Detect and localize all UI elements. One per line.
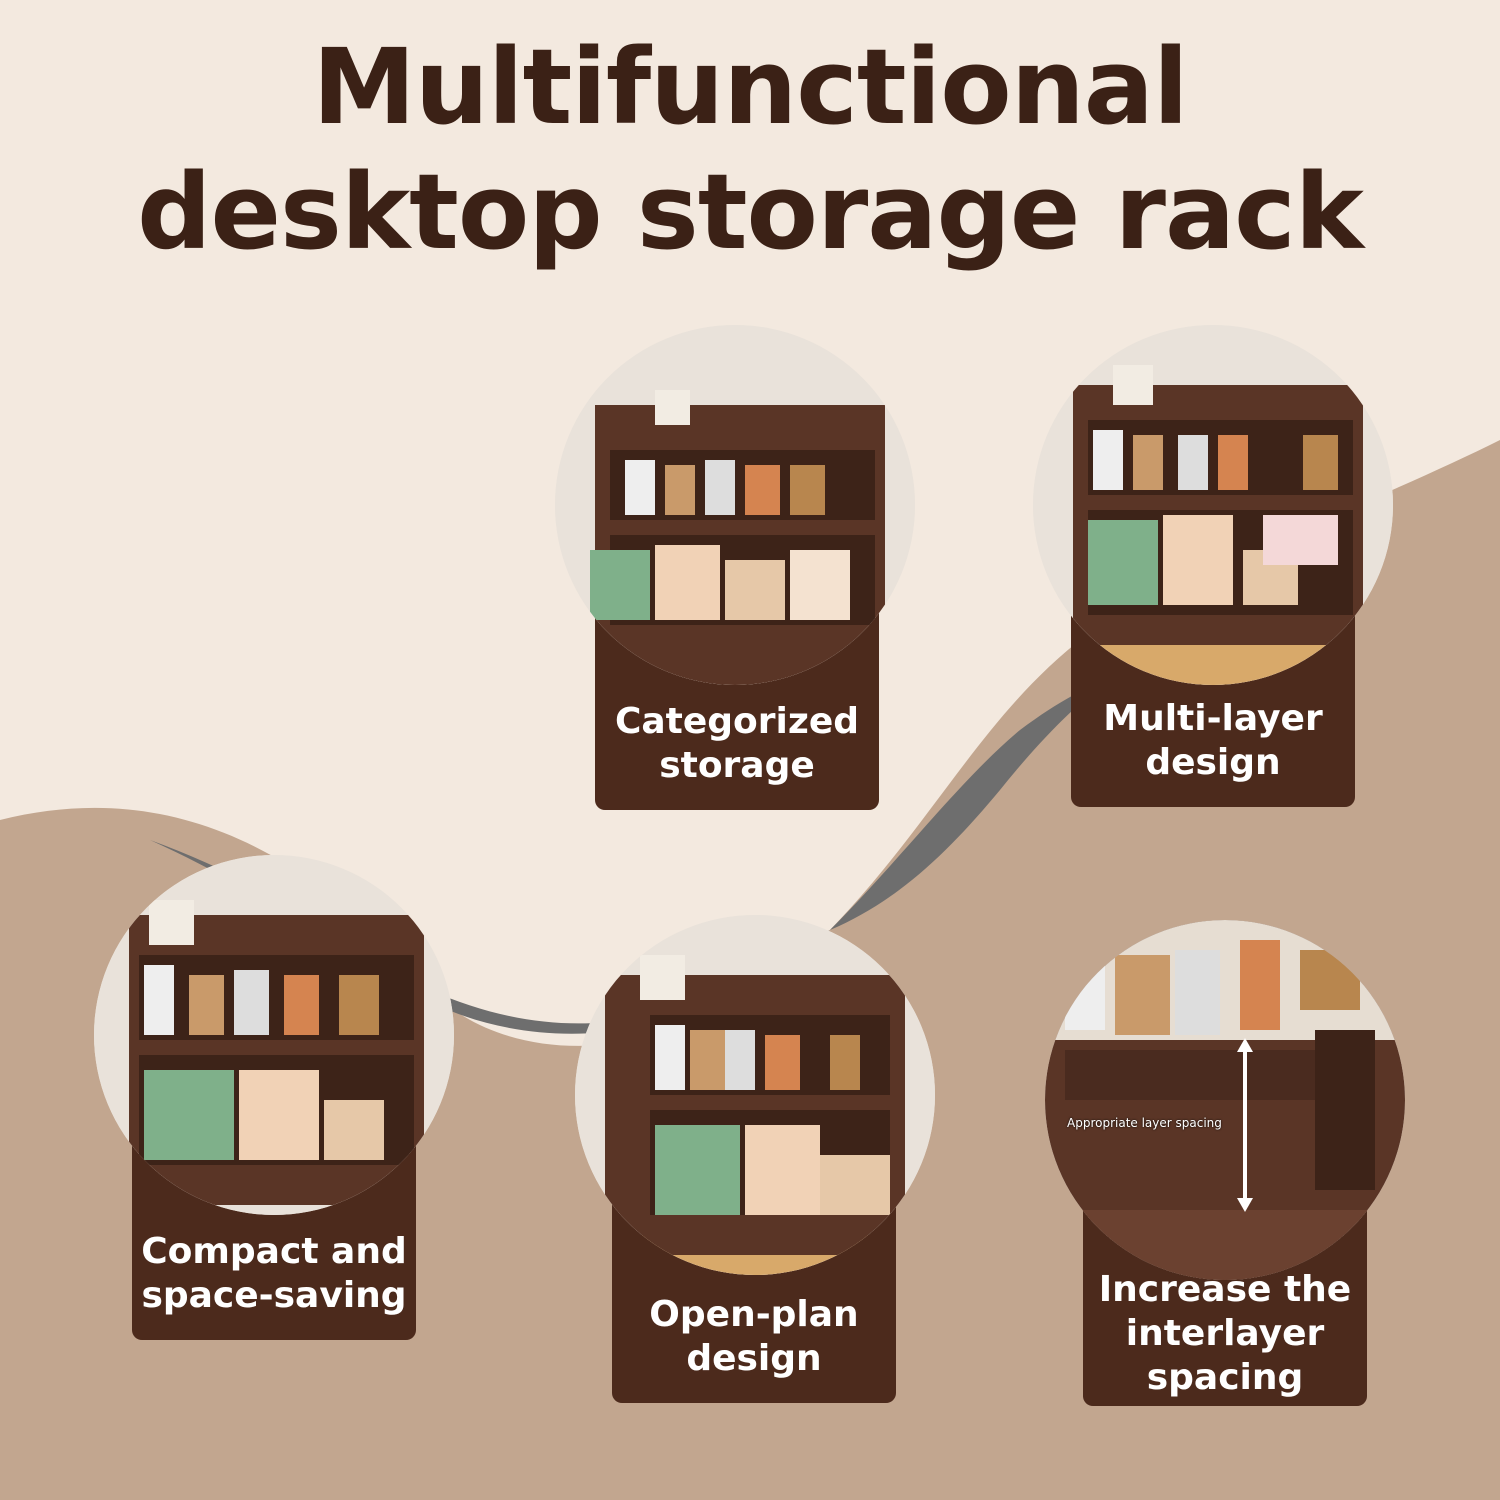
feature-label: Multi-layer design: [1103, 698, 1323, 783]
feature-label: Increase the interlayer spacing: [1098, 1269, 1352, 1398]
rack-photo-compact: [94, 855, 454, 1215]
feature-label: Open-plan design: [649, 1294, 859, 1379]
rack-photo-spacing: Appropriate layer spacing: [1045, 920, 1405, 1280]
spacing-annotation: Appropriate layer spacing: [1067, 1116, 1222, 1130]
feature-label: Categorized storage: [614, 701, 860, 786]
feature-label: Compact and space-saving: [141, 1231, 407, 1316]
rack-photo-openplan: [575, 915, 935, 1275]
rack-photo-categorized: [555, 325, 915, 685]
page-title-line1: Multifunctional: [312, 26, 1188, 148]
rack-photo-multilayer: [1033, 325, 1393, 685]
page-title-line2: desktop storage rack: [137, 151, 1364, 273]
